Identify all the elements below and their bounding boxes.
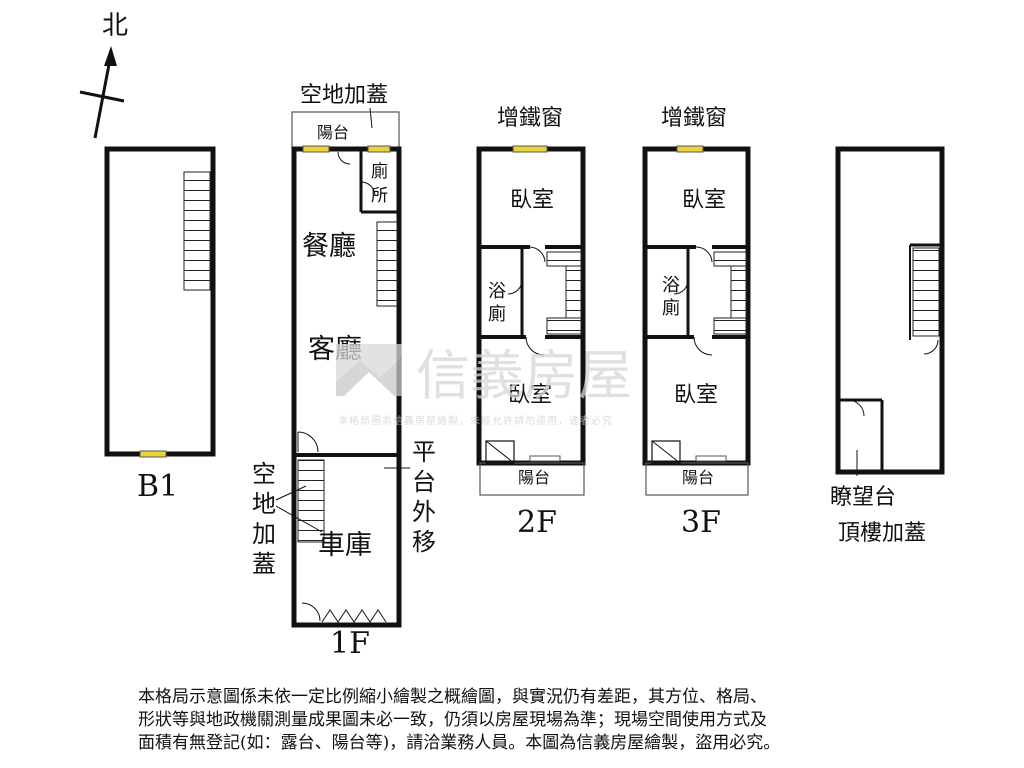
1f-toilet-label-1: 廁 bbox=[371, 161, 388, 182]
svg-text:外: 外 bbox=[412, 498, 436, 526]
3f-stairs-bottom bbox=[713, 317, 747, 335]
1f-toilet-label-2: 所 bbox=[371, 186, 388, 206]
svg-text:地: 地 bbox=[252, 490, 276, 518]
floor-roof: 瞭望台 頂樓加蓋 bbox=[830, 146, 945, 546]
watermark-brand: 信義房屋 bbox=[416, 344, 632, 407]
2f-top-note: 增鐵窗 bbox=[497, 106, 563, 131]
2f-floor-label: 2F bbox=[517, 505, 557, 540]
1f-stairs-upper bbox=[376, 221, 398, 307]
b1-stairs bbox=[183, 171, 211, 291]
watermark-note: 本格局圖為信義房屋繪製，未經允許請勿盜用，違者必究 bbox=[338, 414, 613, 427]
brand-logo-icon bbox=[336, 344, 402, 396]
b1-window bbox=[139, 450, 167, 458]
floor-2f: 增鐵窗 臥室 浴 廁 臥室 陽台 2F bbox=[476, 106, 586, 540]
1f-balcony-label: 陽台 bbox=[317, 123, 349, 142]
2f-balcony-label: 陽台 bbox=[518, 468, 550, 487]
svg-text:移: 移 bbox=[412, 528, 436, 556]
2f-bath-label-1: 浴 bbox=[488, 281, 506, 302]
2f-bedroom-top: 臥室 bbox=[510, 188, 554, 213]
watermark: 信義房屋 本格局圖為信義房屋繪製，未經允許請勿盜用，違者必究 bbox=[336, 344, 632, 427]
roof-floor-label: 頂樓加蓋 bbox=[838, 521, 926, 546]
disclaimer-line-1: 本格局示意圖係未依一定比例縮小繪製之概繪圖，與實況仍有差距，其方位、格局、 bbox=[138, 687, 767, 707]
disclaimer: 本格局示意圖係未依一定比例縮小繪製之概繪圖，與實況仍有差距，其方位、格局、 形狀… bbox=[138, 686, 998, 755]
3f-floor-label: 3F bbox=[681, 505, 721, 540]
2f-bedroom-bottom: 臥室 bbox=[508, 383, 552, 408]
3f-stairs-right bbox=[730, 265, 747, 319]
north-label: 北 bbox=[102, 11, 128, 41]
north-arrow: 北 bbox=[79, 11, 128, 139]
1f-dining-label: 餐廳 bbox=[302, 231, 356, 262]
svg-text:平: 平 bbox=[412, 438, 436, 466]
3f-top-note: 增鐵窗 bbox=[661, 106, 727, 131]
3f-balcony-label: 陽台 bbox=[682, 468, 714, 487]
1f-floor-label: 1F bbox=[330, 626, 370, 661]
floor-3f: 增鐵窗 臥室 浴 廁 臥室 陽台 3F bbox=[642, 106, 751, 540]
roof-lookout-label: 瞭望台 bbox=[830, 485, 896, 510]
svg-text:空: 空 bbox=[252, 460, 276, 488]
1f-garage-label: 車庫 bbox=[318, 530, 372, 561]
1f-stairs-lower bbox=[297, 459, 325, 543]
b1-floor-label: B1 bbox=[137, 469, 178, 504]
roof-stairs bbox=[912, 247, 940, 337]
1f-top-note: 空地加蓋 bbox=[300, 83, 388, 108]
3f-bath-label-2: 廁 bbox=[662, 297, 680, 319]
floor-b1: B1 bbox=[104, 146, 216, 504]
svg-text:加: 加 bbox=[252, 520, 276, 548]
svg-text:台: 台 bbox=[412, 468, 436, 496]
2f-stairs-bottom bbox=[546, 317, 582, 335]
svg-text:蓋: 蓋 bbox=[252, 550, 276, 578]
1f-left-note: 空 地 加 蓋 bbox=[252, 460, 323, 578]
2f-stairs-top bbox=[546, 251, 582, 267]
2f-bath-label-2: 廁 bbox=[488, 303, 506, 325]
3f-bedroom-bottom: 臥室 bbox=[674, 383, 718, 408]
floor-1f: 空地加蓋 陽台 廁 所 餐廳 客廳 車庫 1F 空 地 加 bbox=[252, 83, 436, 661]
3f-stairs-top bbox=[713, 251, 747, 267]
3f-bath-label-1: 浴 bbox=[662, 275, 680, 296]
1f-right-note: 平 台 外 移 bbox=[384, 438, 436, 556]
disclaimer-line-2: 形狀等與地政機關測量成果圖未必一致，仍須以房屋現場為準；現場空間使用方式及 bbox=[138, 710, 767, 730]
disclaimer-line-3: 面積有無登記(如：露台、陽台等)，請洽業務人員。本圖為信義房屋繪製，盜用必究。 bbox=[138, 733, 781, 753]
3f-bedroom-top: 臥室 bbox=[682, 188, 726, 213]
2f-stairs-right bbox=[565, 265, 582, 319]
